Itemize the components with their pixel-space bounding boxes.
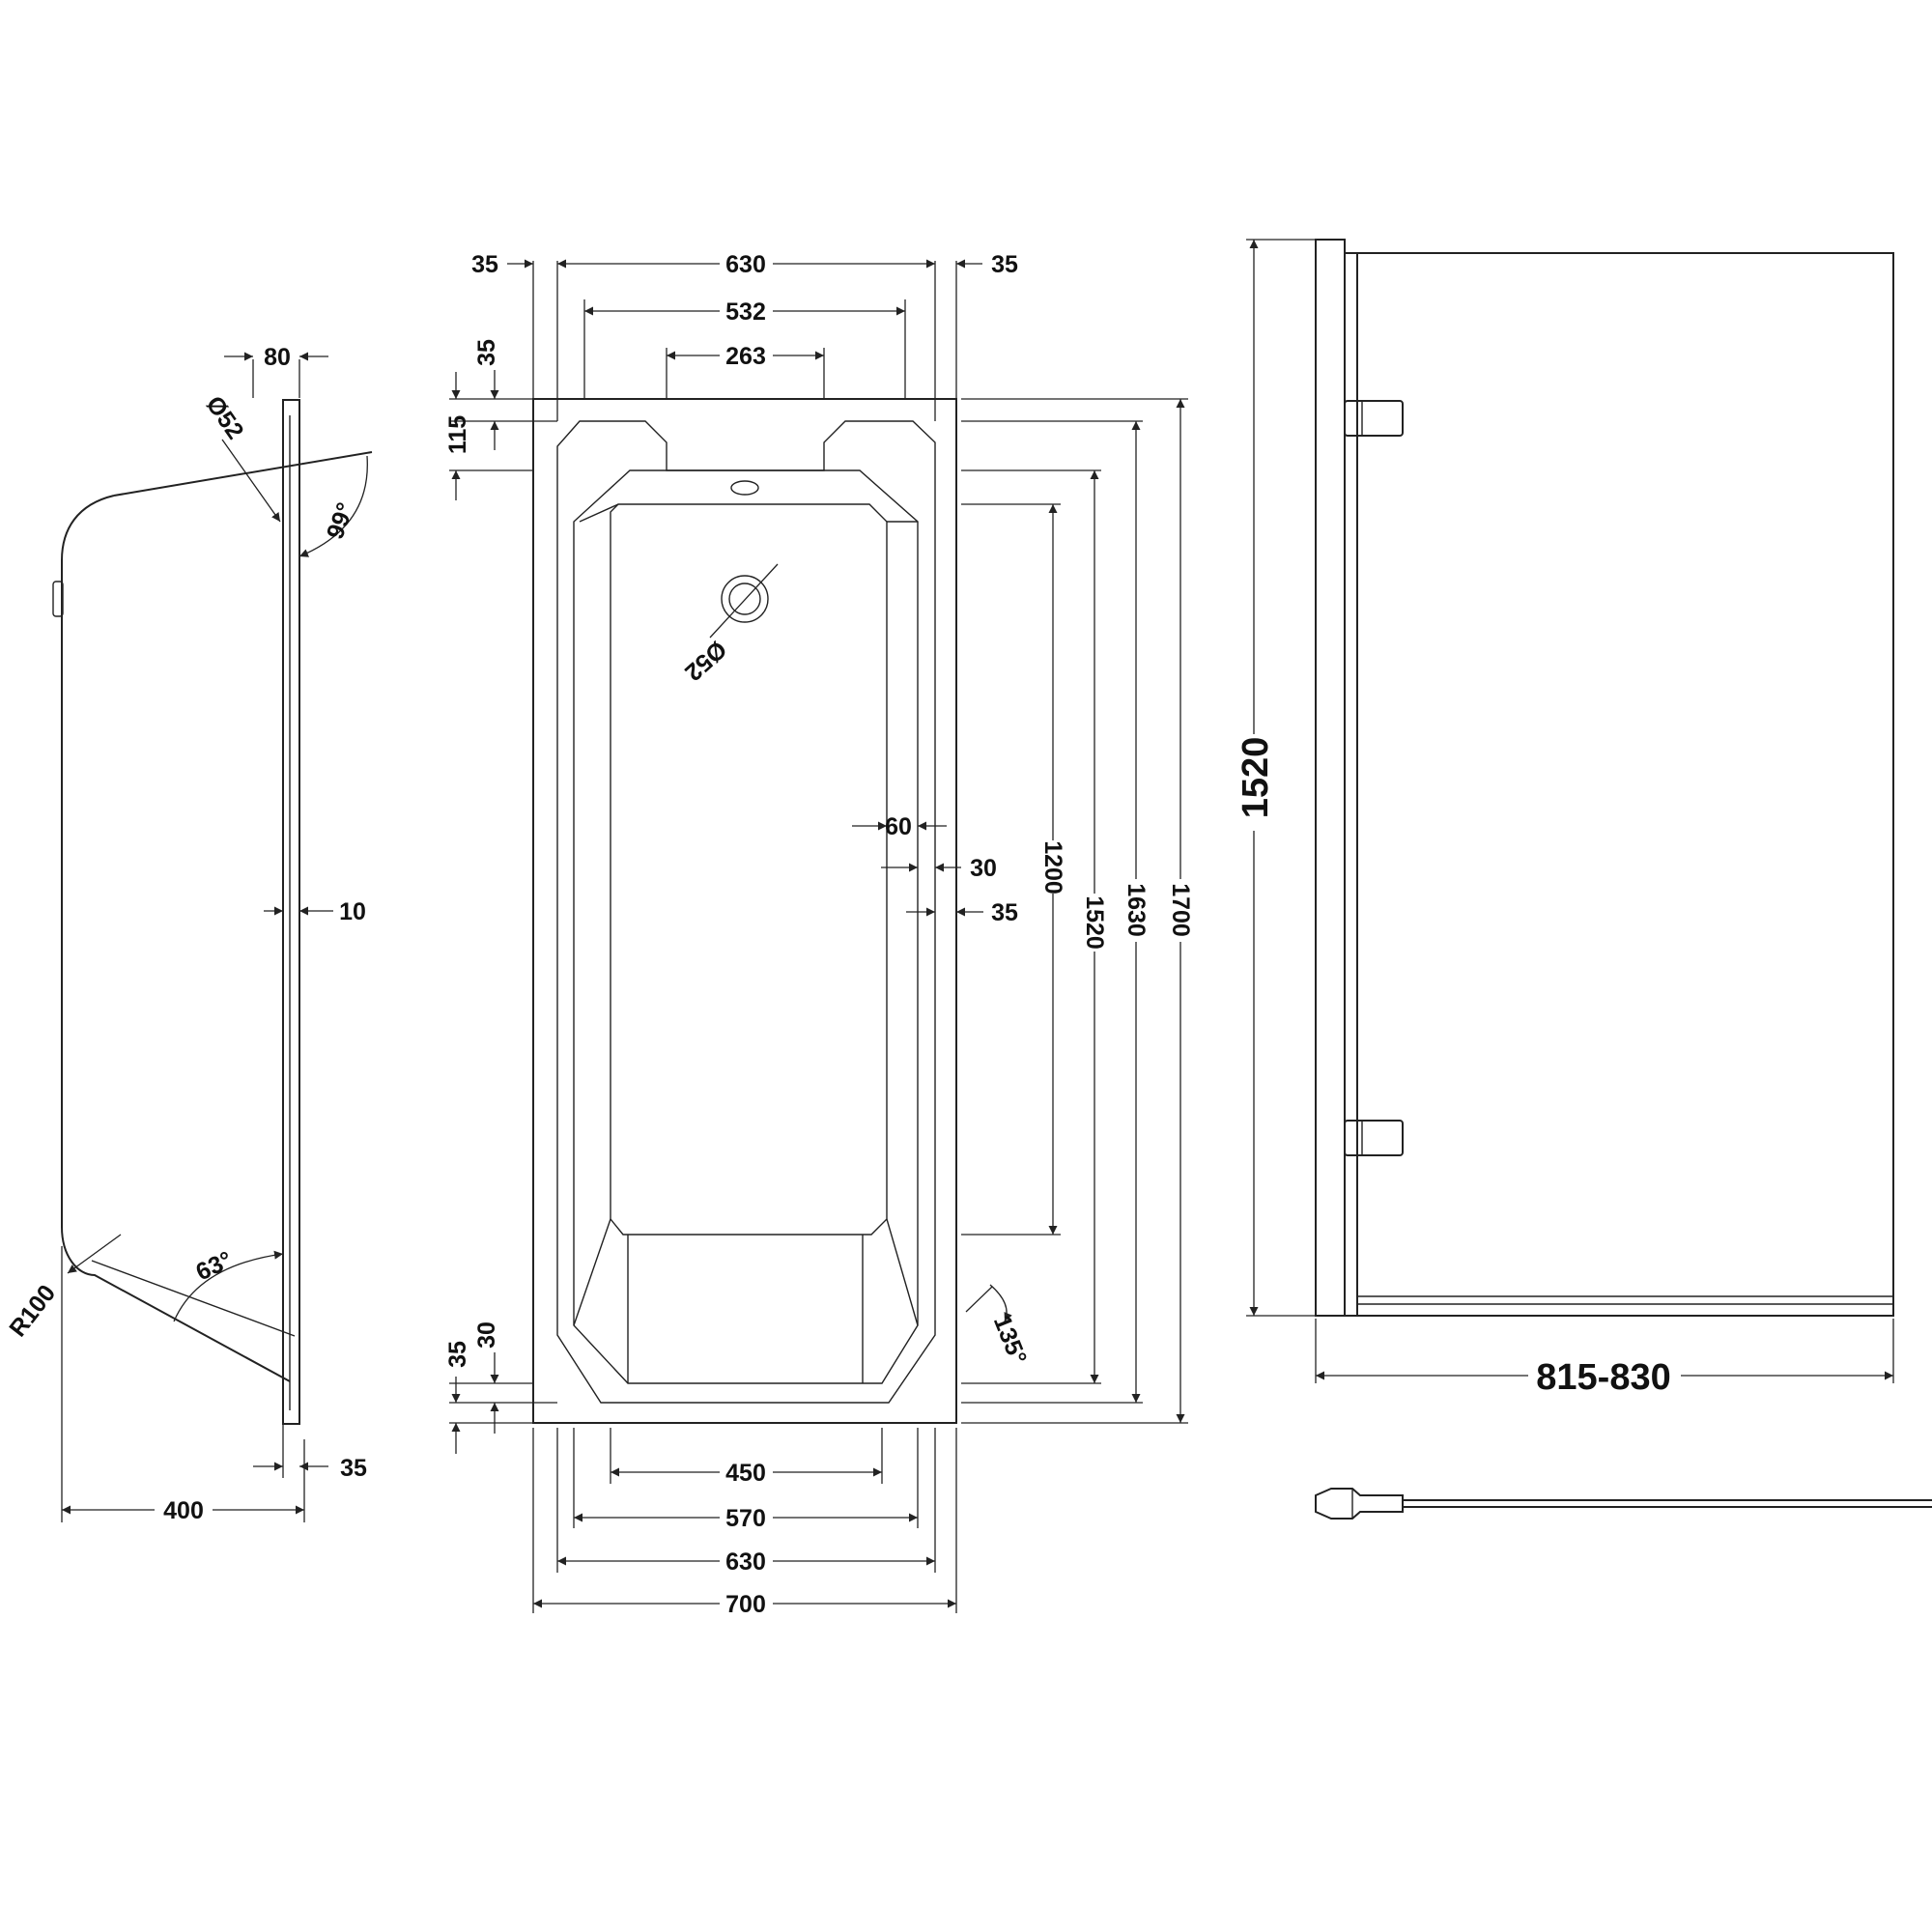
side-view: 80 Ø52 99° 10 63° R100 35 400 xyxy=(4,344,373,1524)
top-dim-35-vertical-top: 35 xyxy=(473,339,500,366)
bath-end-slope xyxy=(91,1260,296,1337)
screen-dim-width: 815-830 xyxy=(1536,1357,1670,1398)
screen-dim-height: 1520 xyxy=(1236,737,1276,819)
top-dim-35-left: 35 xyxy=(471,251,498,278)
top-dim-630: 630 xyxy=(725,251,766,278)
bath-rim-slope xyxy=(113,451,373,497)
side-dim-35: 35 xyxy=(340,1455,367,1482)
top-dim-1200: 1200 xyxy=(1039,840,1066,895)
top-view: Ø52 35 35 630 532 263 35 115 xyxy=(444,251,1194,1618)
side-dim-80: 80 xyxy=(264,344,291,371)
screen-glass-panel xyxy=(1356,252,1894,1317)
bath-inner-rim xyxy=(556,420,936,1404)
top-dim-35-bottom: 35 xyxy=(444,1341,471,1368)
top-dim-35-mid: 35 xyxy=(991,899,1018,926)
screen-wall-profile xyxy=(1315,239,1346,1317)
top-dim-570: 570 xyxy=(725,1505,766,1532)
top-dim-115: 115 xyxy=(444,415,471,454)
screen-plan-profile xyxy=(1315,1488,1404,1520)
top-dim-1700: 1700 xyxy=(1167,883,1194,937)
screen-view: 1520 815-830 xyxy=(1236,239,1932,1520)
side-dim-angle-63: 63° xyxy=(192,1246,237,1286)
waste-inner-ring xyxy=(728,582,761,615)
overflow-hole xyxy=(730,480,759,496)
bath-floor xyxy=(610,503,888,1236)
lower-hinge xyxy=(1344,1120,1404,1156)
waste-outer-ring xyxy=(721,575,769,623)
side-dim-overflow-diameter: Ø52 xyxy=(201,391,249,444)
top-dim-1520: 1520 xyxy=(1081,895,1108,950)
end-panel xyxy=(282,399,300,1425)
top-dim-60: 60 xyxy=(885,813,912,840)
side-dim-10: 10 xyxy=(339,898,366,925)
side-dim-400: 400 xyxy=(163,1497,204,1524)
bath-side-profile xyxy=(61,495,291,1382)
top-dim-35-right: 35 xyxy=(991,251,1018,278)
upper-hinge xyxy=(1344,400,1404,437)
bath-basin-chamfer xyxy=(573,469,919,1384)
side-dim-angle-99: 99° xyxy=(322,499,359,543)
top-dim-angle-135: 135° xyxy=(988,1312,1032,1368)
top-dim-30-bottom: 30 xyxy=(473,1321,500,1349)
bath-outer-rim xyxy=(532,398,957,1424)
top-dim-450: 450 xyxy=(725,1460,766,1487)
top-dim-waste-diameter: Ø52 xyxy=(679,636,731,686)
top-dim-630-bottom: 630 xyxy=(725,1548,766,1576)
top-dim-700: 700 xyxy=(725,1591,766,1618)
overflow-knob xyxy=(52,581,64,617)
side-dim-radius: R100 xyxy=(4,1280,61,1342)
top-dim-532: 532 xyxy=(725,298,766,326)
top-dim-263: 263 xyxy=(725,343,766,370)
top-dim-1630: 1630 xyxy=(1122,883,1150,937)
top-dim-30: 30 xyxy=(970,855,997,882)
